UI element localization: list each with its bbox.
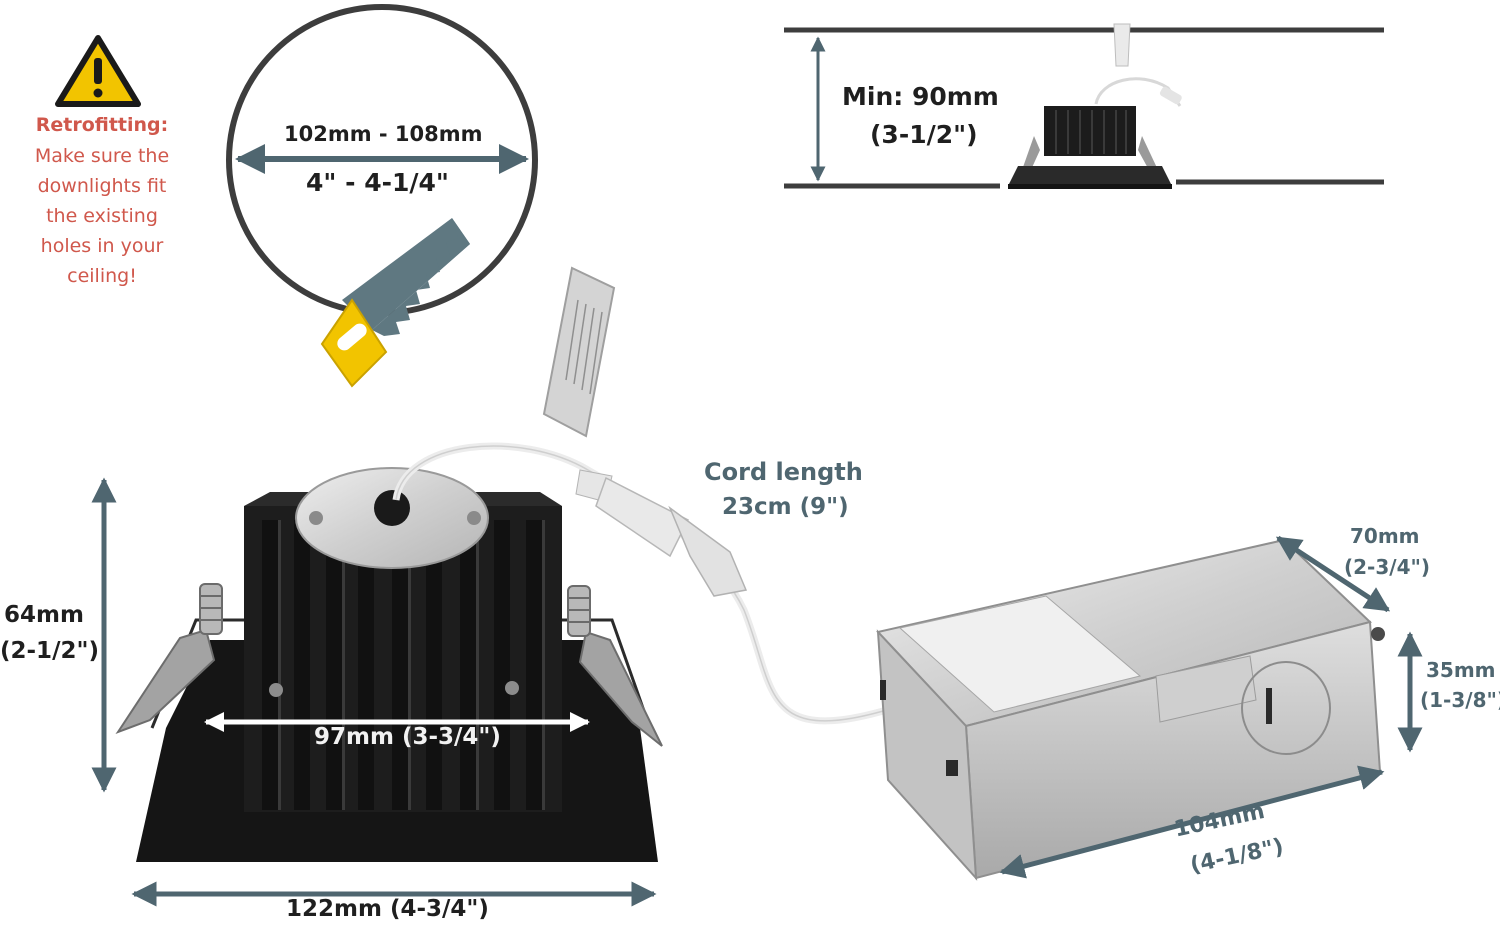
- height-imperial-label: (2-1/2"): [0, 638, 99, 664]
- cutout-imperial-label: 4" - 4-1/4": [306, 168, 449, 197]
- warning-line: ceiling!: [67, 265, 137, 287]
- downlight-fixture: [115, 467, 663, 862]
- warning-text: Make sure the downlights fit the existin…: [14, 141, 190, 291]
- ceiling-clearance-diagram: [784, 23, 1384, 189]
- height-metric-label: 64mm: [4, 602, 84, 628]
- box-depth-arrow: [1275, 535, 1391, 613]
- warning-line: Make sure the: [34, 145, 170, 167]
- cord-length-label: Cord length: [704, 458, 863, 486]
- cord-length-value: 23cm (9"): [722, 494, 849, 520]
- box-height-imperial-label: (1-3/8"): [1420, 688, 1500, 712]
- box-depth-metric-label: 70mm: [1350, 524, 1420, 548]
- warning-line: holes in your: [40, 235, 164, 257]
- cutout-metric-label: 102mm - 108mm: [284, 122, 483, 146]
- saw-icon: [320, 218, 470, 388]
- outer-width-label: 122mm (4-3/4"): [286, 896, 489, 922]
- junction-box: [876, 538, 1385, 881]
- clearance-metric-label: Min: 90mm: [842, 82, 999, 111]
- box-depth-imperial-label: (2-3/4"): [1344, 555, 1431, 579]
- box-height-metric-label: 35mm: [1426, 658, 1496, 682]
- clearance-imperial-label: (3-1/2"): [870, 120, 978, 149]
- power-cord: [392, 266, 902, 725]
- warning-line: downlights fit: [37, 175, 167, 197]
- warning-line: the existing: [46, 205, 158, 227]
- warning-icon: [55, 35, 141, 107]
- inner-width-label: 97mm (3-3/4"): [314, 724, 501, 750]
- box-length-arrow: [999, 765, 1385, 879]
- warning-title: Retrofitting:: [35, 114, 169, 136]
